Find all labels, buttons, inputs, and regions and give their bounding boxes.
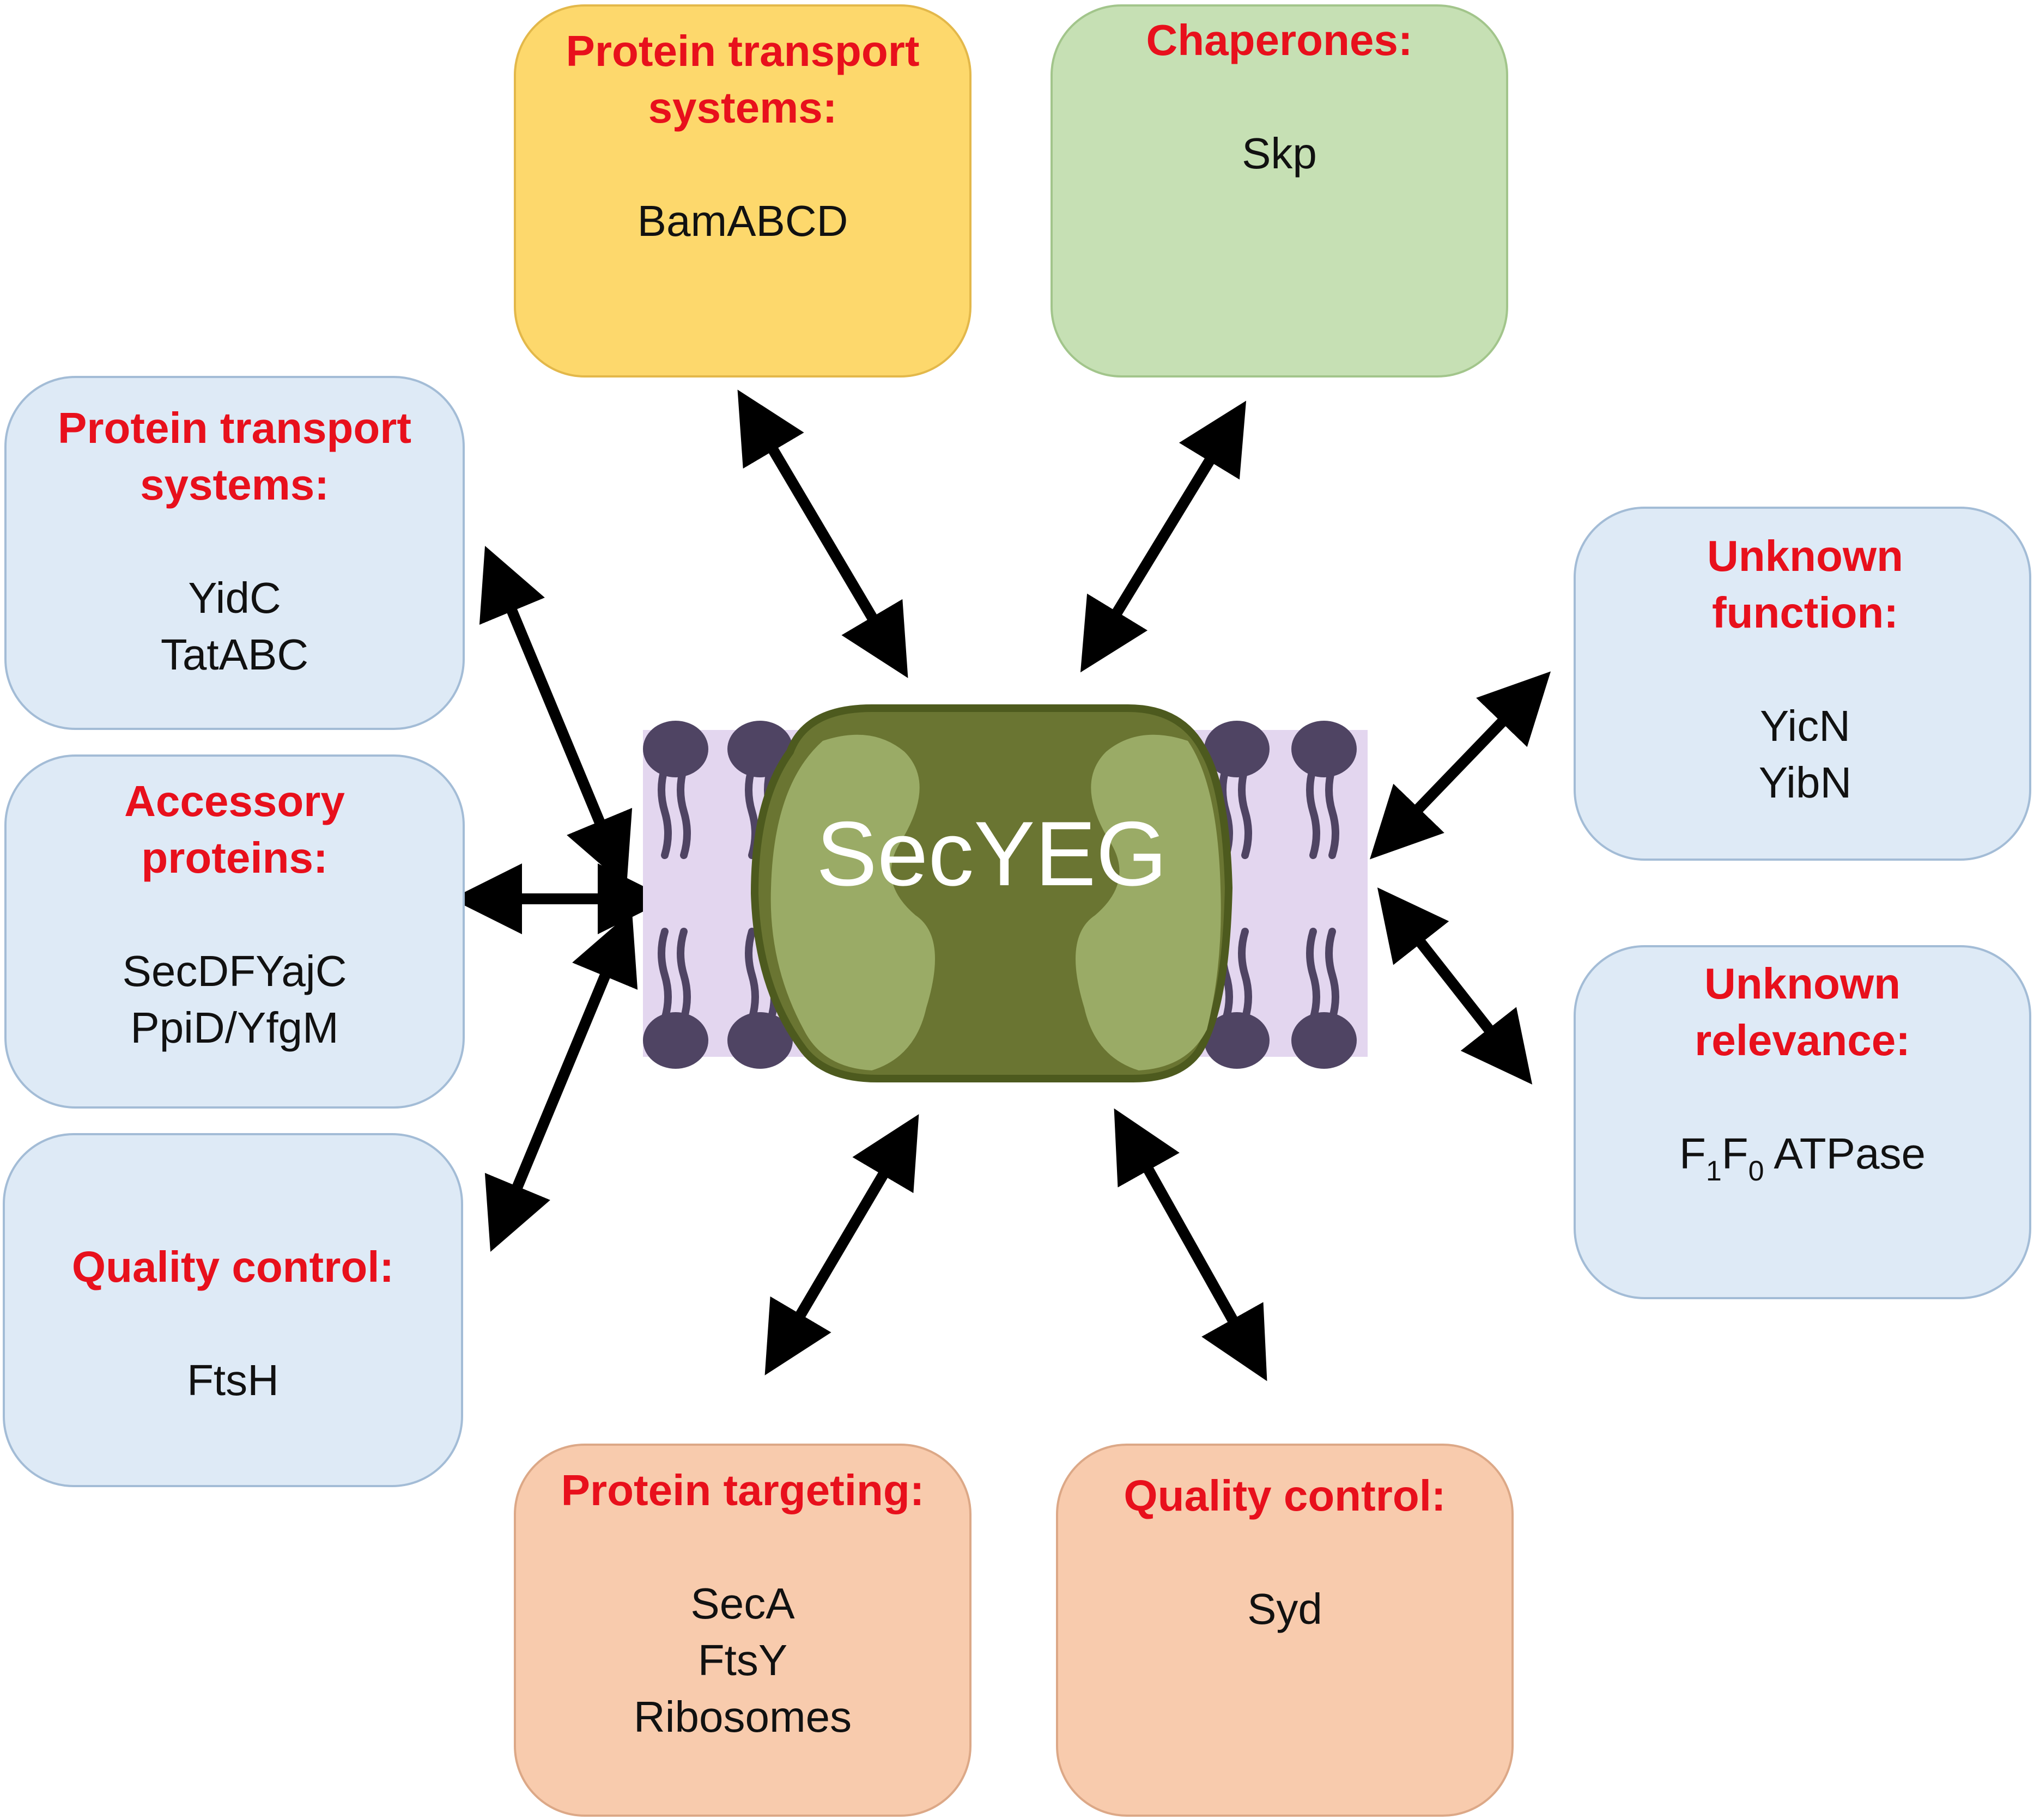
- box-item: FtsH: [187, 1356, 279, 1404]
- box-items: YidC TatABC: [7, 570, 463, 683]
- box-title: Protein transport systems:: [58, 404, 411, 509]
- box-item: YibN: [1758, 758, 1852, 807]
- box-item: Skp: [1242, 129, 1317, 178]
- box-item: SecA: [690, 1579, 795, 1628]
- box-chaperones: Chaperones: Skp: [1051, 4, 1508, 378]
- box-quality-control-bottom: Quality control: Syd: [1056, 1444, 1514, 1817]
- arrow-chaperones: [1080, 400, 1247, 673]
- arrow-left-transport: [479, 545, 633, 887]
- box-items: FtsH: [5, 1352, 461, 1409]
- box-title: Accessory proteins:: [124, 777, 345, 882]
- box-title: Quality control:: [71, 1243, 394, 1291]
- box-unknown-relevance: Unknown relevance: F1F0 ATPase: [1574, 945, 2031, 1299]
- box-item: Ribosomes: [633, 1693, 852, 1741]
- box-accessory-proteins: Accessory proteins: SecDFYajC PpiD/YfgM: [4, 754, 465, 1109]
- box-item: FtsY: [697, 1636, 788, 1684]
- atpase-sub1: 1: [1705, 1155, 1722, 1187]
- box-title: Unknown function:: [1707, 532, 1903, 637]
- box-title: Protein targeting:: [561, 1466, 925, 1514]
- box-items: SecDFYajC PpiD/YfgM: [7, 943, 463, 1056]
- box-item: TatABC: [160, 630, 309, 679]
- box-unknown-function: Unknown function: YicN YibN: [1574, 507, 2031, 861]
- box-title: Unknown relevance:: [1695, 959, 1910, 1064]
- box-title: Chaperones:: [1146, 16, 1413, 64]
- box-quality-control-left: Quality control: FtsH: [3, 1133, 463, 1487]
- box-item: Syd: [1247, 1585, 1322, 1633]
- box-items: SecA FtsY Ribosomes: [516, 1575, 969, 1745]
- box-items: Syd: [1058, 1581, 1511, 1638]
- arrow-quality-bottom: [1114, 1108, 1267, 1381]
- box-items: Skp: [1053, 125, 1506, 182]
- secyeg-label: SecYEG: [816, 802, 1167, 905]
- arrow-unknown-relevance: [1377, 887, 1533, 1085]
- box-title: Quality control:: [1124, 1471, 1446, 1520]
- atpase-f1: F: [1679, 1129, 1706, 1178]
- box-item: SecDFYajC: [122, 947, 347, 995]
- box-protein-targeting: Protein targeting: SecA FtsY Ribosomes: [514, 1444, 972, 1817]
- box-item: PpiD/YfgM: [130, 1003, 339, 1052]
- box-item: YidC: [188, 574, 281, 622]
- box-item: BamABCD: [637, 197, 848, 245]
- box-items: F1F0 ATPase: [1576, 1125, 2029, 1185]
- atpase-sub0: 0: [1748, 1155, 1764, 1187]
- arrow-unknown-function: [1369, 671, 1551, 860]
- arrow-top-transport: [737, 389, 908, 678]
- box-protein-transport-top: Protein transport systems: BamABCD: [514, 4, 972, 378]
- box-items: BamABCD: [516, 193, 969, 249]
- box-item: YicN: [1760, 702, 1850, 750]
- box-protein-transport-left: Protein transport systems: YidC TatABC: [4, 376, 465, 730]
- arrow-targeting: [764, 1114, 919, 1375]
- atpase-rest: ATPase: [1764, 1129, 1926, 1178]
- box-title: Protein transport systems:: [566, 27, 920, 132]
- box-items: YicN YibN: [1581, 698, 2029, 811]
- secyeg-complex: SecYEG: [643, 704, 1368, 1082]
- arrow-quality-left: [484, 910, 638, 1252]
- atpase-f0: F: [1721, 1129, 1748, 1178]
- atpase-label: F1F0 ATPase: [1576, 1125, 2029, 1185]
- secyeg-protein: [750, 704, 1233, 1082]
